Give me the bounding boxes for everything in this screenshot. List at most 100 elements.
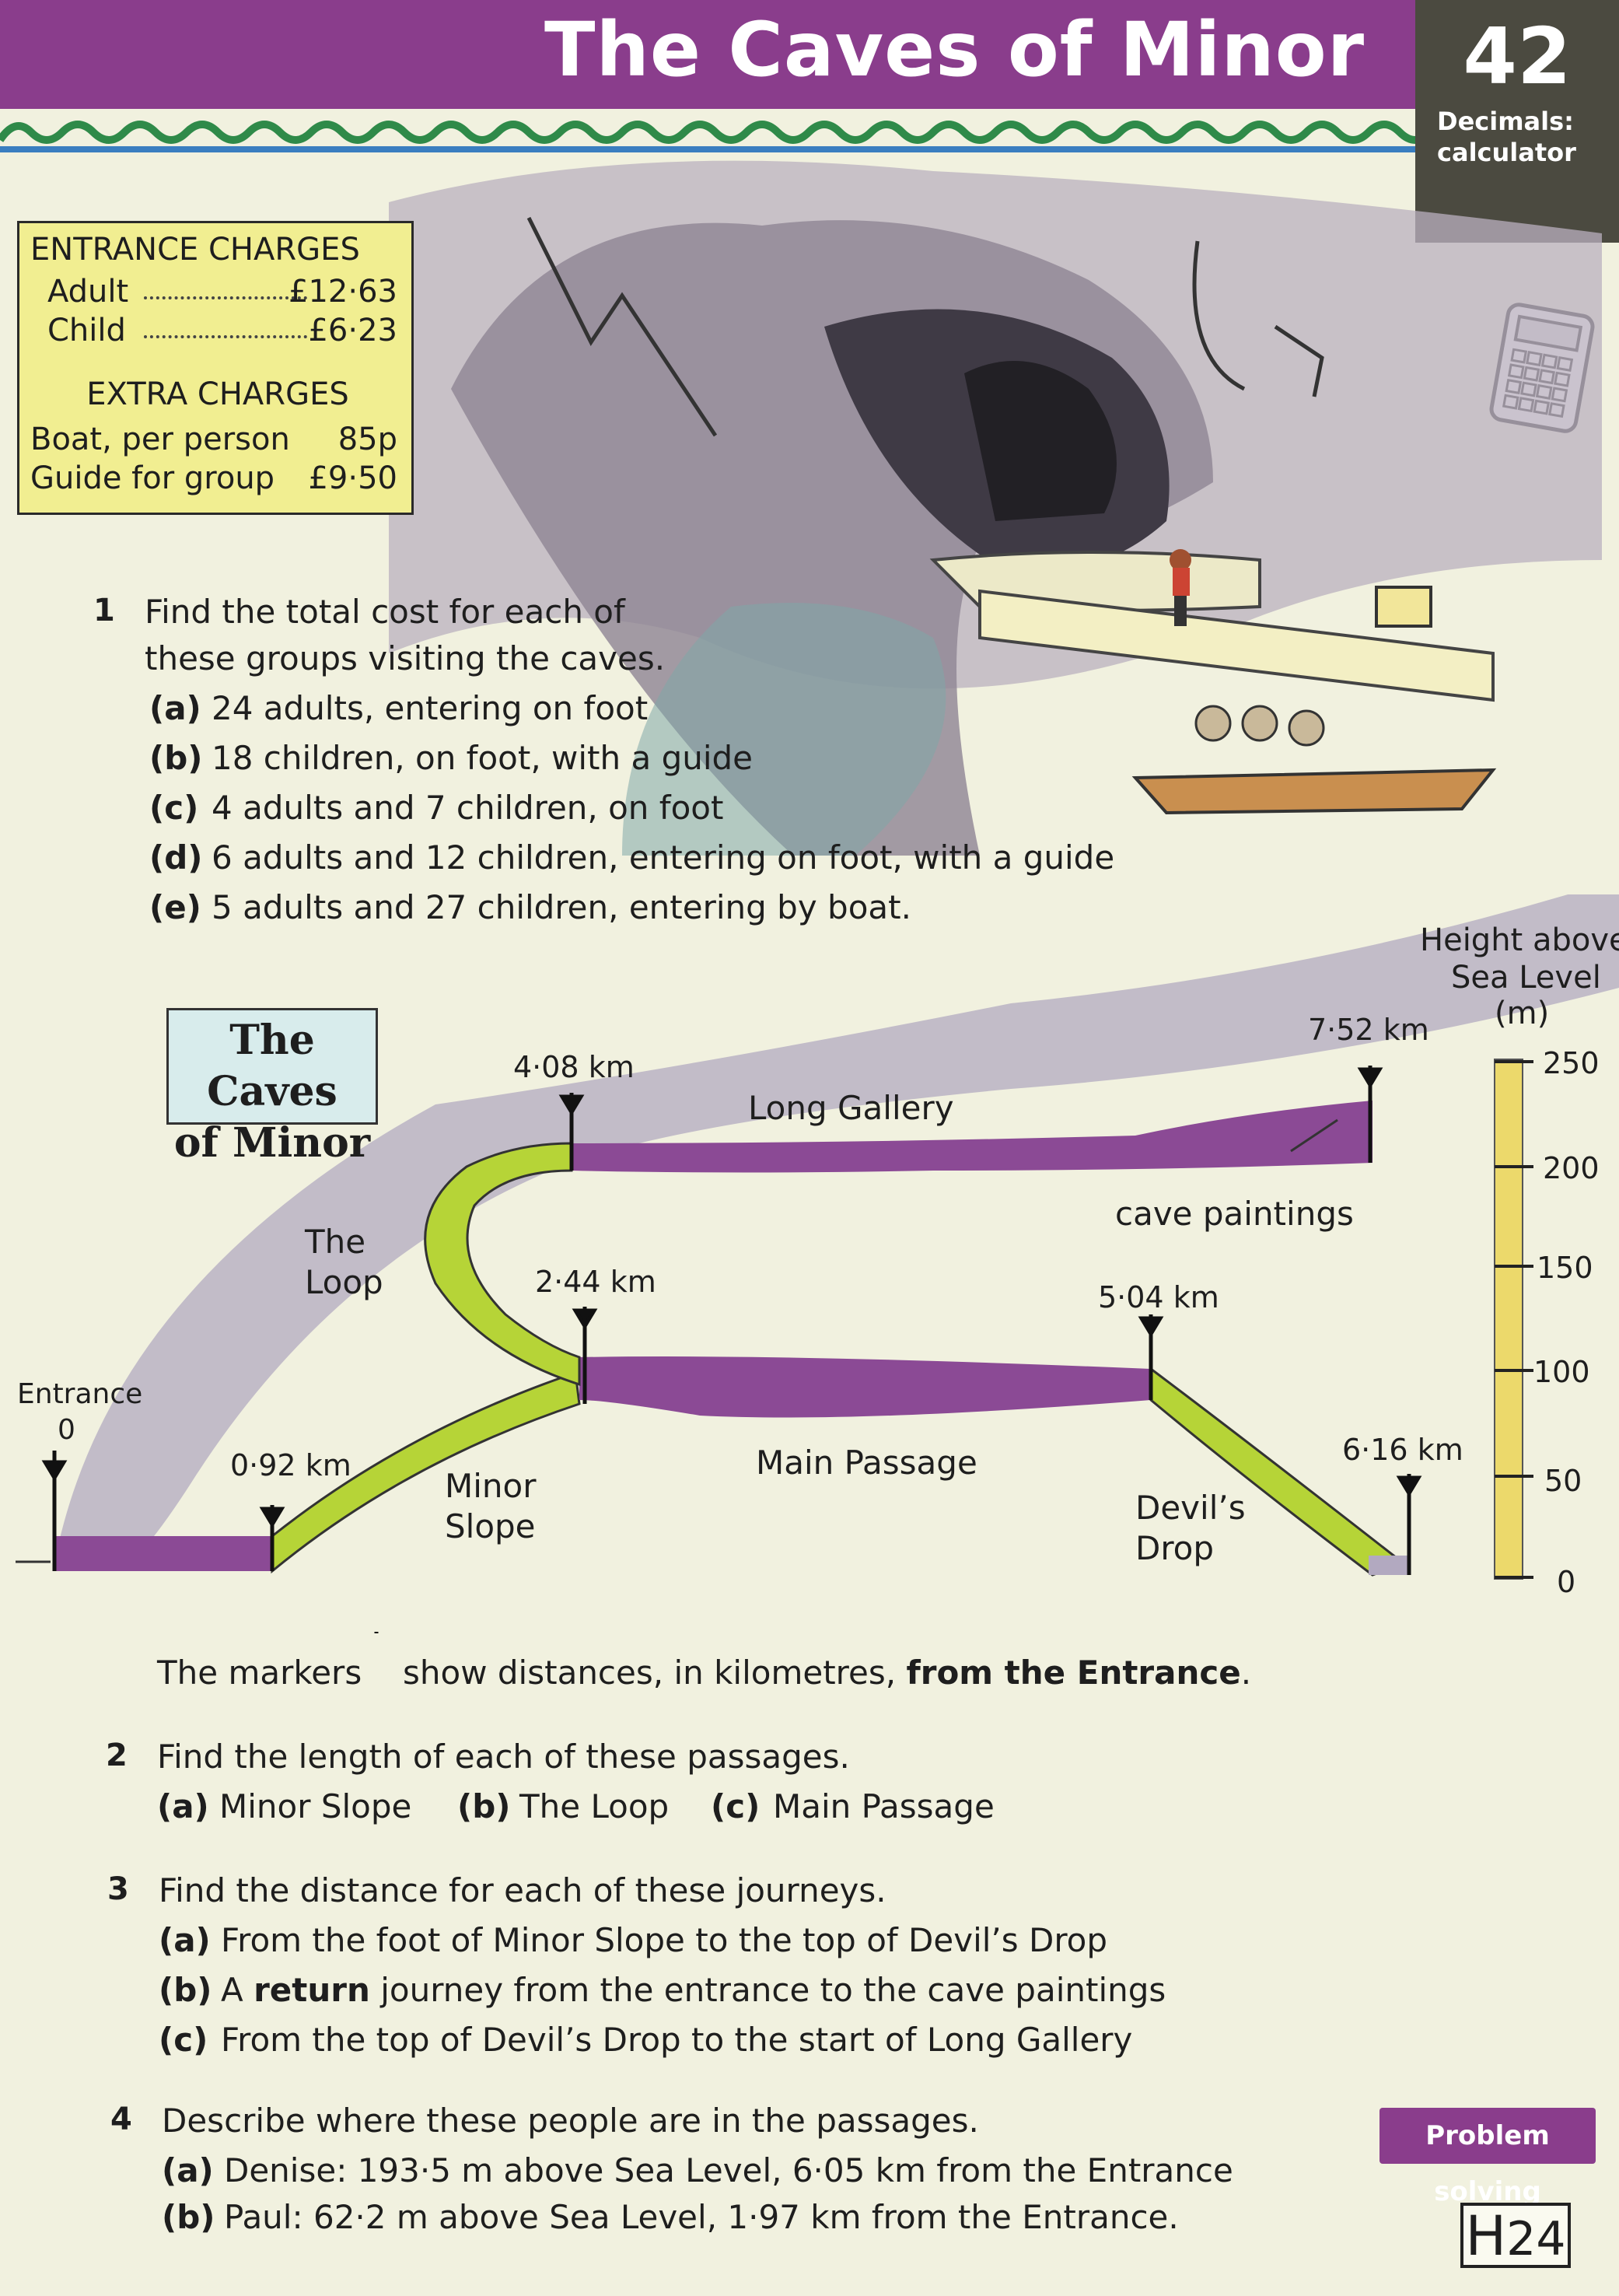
marker-note-bold: from the Entrance xyxy=(906,1654,1241,1692)
marker-label: 7·52 km xyxy=(1308,1013,1429,1047)
question-1c: (c) 4 adults and 7 children, on foot xyxy=(149,789,723,827)
minor-slope-label: Minor xyxy=(445,1467,537,1505)
cave-cross-section xyxy=(16,894,1619,1633)
marker-label: 0·92 km xyxy=(230,1448,351,1482)
problem-solving-badge: Problem solving xyxy=(1379,2108,1596,2207)
charge-price: 85p xyxy=(337,422,397,457)
part-label: (b) xyxy=(162,2198,215,2236)
distance-markers xyxy=(41,1066,1422,1575)
cave-paintings-label: cave paintings xyxy=(1115,1195,1354,1233)
part-label: (e) xyxy=(149,888,201,926)
devils-drop-label: Devil’s xyxy=(1135,1489,1246,1527)
part-text: 4 adults and 7 children, on foot xyxy=(212,789,724,827)
the-loop-shape xyxy=(424,1142,581,1387)
devils-drop-label-2: Drop xyxy=(1135,1529,1215,1567)
minor-slope-label-2: Slope xyxy=(445,1507,536,1545)
rock-layer xyxy=(54,894,1619,1571)
part-text: Denise: 193·5 m above Sea Level, 6·05 km… xyxy=(224,2151,1233,2189)
axis-ticks xyxy=(1495,1060,1533,1579)
charges-box: ENTRANCE CHARGES Adult £12·63 Child £6·2… xyxy=(17,221,414,515)
unit-box: 42 Decimals: calculator xyxy=(1415,0,1619,243)
part-text: 18 children, on foot, with a guide xyxy=(212,739,754,777)
question-4-stem: Describe where these people are in the p… xyxy=(162,2102,979,2140)
axis-unit: (m) xyxy=(1495,996,1550,1031)
cave-illustration xyxy=(389,160,1602,856)
marker-note: show distances, in kilometres, from the … xyxy=(403,1654,1252,1692)
marker-key-symbol xyxy=(374,1632,379,1633)
question-1-stem-2: these groups visiting the caves. xyxy=(145,639,666,677)
the-loop-label-2: Loop xyxy=(305,1263,383,1301)
question-2a: (a) Minor Slope xyxy=(157,1787,411,1825)
question-4-number: 4 xyxy=(110,2102,132,2137)
question-3b: (b)A return journey from the entrance to… xyxy=(159,1971,1166,2009)
question-1-number: 1 xyxy=(93,593,115,628)
part-text: journey from the entrance to the cave pa… xyxy=(380,1971,1166,2009)
part-text: 5 adults and 27 children, entering by bo… xyxy=(212,888,911,926)
diagram-title: The Caves of Minor xyxy=(166,1008,378,1167)
unit-topic: Decimals: calculator xyxy=(1437,107,1576,167)
page-title: The Caves of Minor xyxy=(544,6,1365,93)
part-label: (b) xyxy=(149,739,203,777)
part-label: (b) xyxy=(159,1971,212,2009)
minor-slope-shape xyxy=(271,1370,581,1574)
part-label: (a) xyxy=(149,689,201,727)
part-label: (a) xyxy=(159,1921,211,1959)
part-label: (a) xyxy=(157,1787,209,1825)
charge-price: £9·50 xyxy=(308,460,397,496)
part-text: 6 adults and 12 children, entering on fo… xyxy=(212,838,1115,877)
part-text-bold: return xyxy=(254,1971,370,2009)
part-text: Minor Slope xyxy=(219,1787,412,1825)
part-label: (b) xyxy=(457,1787,511,1825)
question-1b: (b)18 children, on foot, with a guide xyxy=(149,739,753,777)
page-code-number: 24 xyxy=(1506,2212,1566,2266)
marker-note-text: show distances, in kilometres, xyxy=(403,1654,897,1692)
part-label: (d) xyxy=(149,838,203,877)
axis-tick-label: 250 xyxy=(1543,1046,1600,1080)
page-code-badge: H24 xyxy=(1460,2203,1571,2268)
axis-tick-label: 0 xyxy=(1557,1565,1576,1599)
the-loop-label: The xyxy=(305,1223,366,1261)
part-text: From the foot of Minor Slope to the top … xyxy=(221,1921,1108,1959)
part-label: (c) xyxy=(711,1787,761,1825)
wave-decoration xyxy=(0,109,1415,156)
diagram-title-line: The Caves xyxy=(207,1017,337,1115)
axis-tick-label: 200 xyxy=(1543,1151,1600,1185)
entrance-value: 0 xyxy=(58,1414,75,1446)
charge-row-boat: Boat, per person 85p xyxy=(19,421,416,458)
main-passage-label: Main Passage xyxy=(756,1444,977,1482)
charge-price: £12·63 xyxy=(288,274,397,310)
extra-charges-heading: EXTRA CHARGES xyxy=(86,376,349,412)
axis-tick-label: 150 xyxy=(1537,1251,1593,1285)
marker-label: 4·08 km xyxy=(513,1050,635,1084)
marker-label: 2·44 km xyxy=(535,1265,656,1299)
question-2c: (c)Main Passage xyxy=(711,1787,995,1825)
charge-label: Child xyxy=(47,313,126,348)
marker-label: 5·04 km xyxy=(1098,1280,1219,1314)
question-1e: (e) 5 adults and 27 children, entering by… xyxy=(149,888,911,926)
entrance-charges-heading: ENTRANCE CHARGES xyxy=(30,232,360,268)
diagram-title-line: of Minor xyxy=(173,1119,371,1167)
axis-title: Height above xyxy=(1420,922,1619,958)
part-label: (c) xyxy=(149,789,199,827)
charge-row-child: Child £6·23 xyxy=(19,312,416,349)
page-code-letter: H xyxy=(1465,2204,1507,2268)
long-gallery-label: Long Gallery xyxy=(748,1089,954,1127)
question-2b: (b)The Loop xyxy=(457,1787,669,1825)
question-2-stem: Find the length of each of these passage… xyxy=(157,1738,850,1776)
question-3a: (a) From the foot of Minor Slope to the t… xyxy=(159,1921,1107,1959)
question-1a: (a)24 adults, entering on foot xyxy=(149,689,648,727)
header-bar xyxy=(0,0,1415,109)
height-axis-bar xyxy=(1494,1059,1523,1580)
unit-number: 42 xyxy=(1463,11,1572,102)
question-2-number: 2 xyxy=(106,1738,128,1773)
question-3c: (c)From the top of Devil’s Drop to the s… xyxy=(159,2021,1132,2059)
marker-label: 6·16 km xyxy=(1342,1433,1463,1467)
entrance-label: Entrance xyxy=(17,1378,143,1410)
part-label: (a) xyxy=(162,2151,214,2189)
main-passage-shape xyxy=(579,1356,1151,1418)
axis-tick-label: 100 xyxy=(1533,1355,1590,1389)
part-text: The Loop xyxy=(519,1787,670,1825)
charge-label: Boat, per person xyxy=(30,422,290,457)
charge-price: £6·23 xyxy=(308,313,397,348)
entrance-passage xyxy=(54,1536,272,1571)
